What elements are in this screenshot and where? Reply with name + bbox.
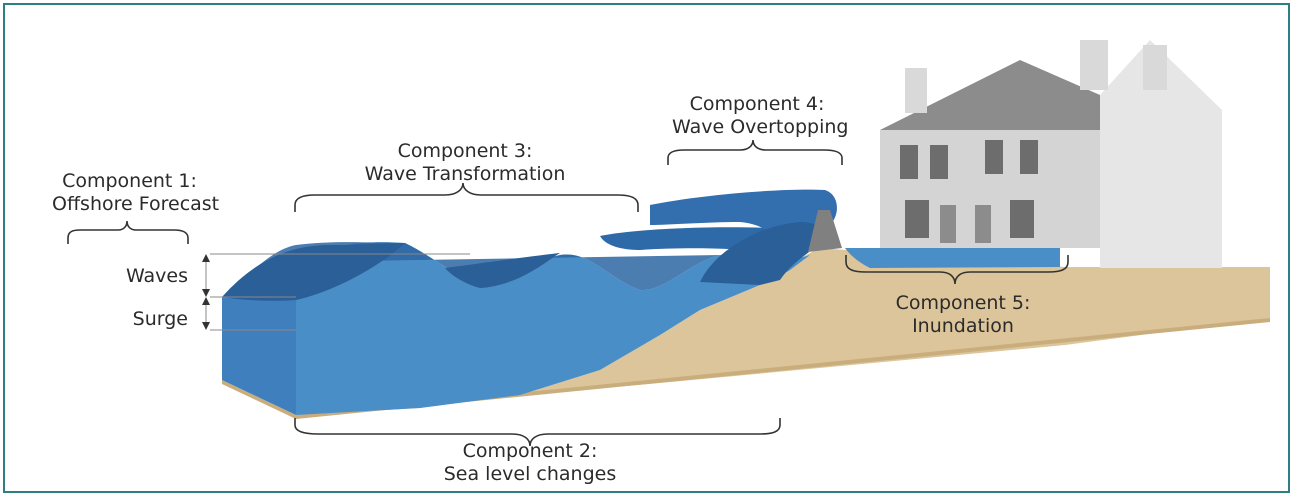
component-4-name: Wave Overtopping	[672, 116, 849, 138]
brace-component-1	[67, 220, 189, 244]
component-2-name: Sea level changes	[443, 463, 617, 485]
house-terrace	[880, 40, 1222, 268]
brace-component-4	[667, 139, 843, 165]
component-4-title: Component 4:	[689, 93, 825, 115]
brace-component-5	[845, 255, 1069, 285]
wave-crest-1	[222, 243, 405, 301]
brace-component-3	[294, 182, 639, 212]
component-5-label: Component 5: Inundation	[883, 292, 1043, 338]
component-5-name: Inundation	[912, 315, 1014, 337]
seawall	[808, 210, 842, 252]
component-5-title: Component 5:	[895, 292, 1031, 314]
component-3-label: Component 3: Wave Transformation	[360, 140, 570, 186]
arrow-waves-bottom	[202, 289, 210, 297]
breaking-wave-curl	[700, 222, 824, 285]
water-front-face	[296, 242, 810, 415]
component-1-label: Component 1: Offshore Forecast	[52, 170, 220, 216]
component-4-label: Component 4: Wave Overtopping	[672, 93, 849, 139]
sand-block	[222, 248, 1270, 415]
surge-label: Surge	[132, 308, 188, 330]
component-3-name: Wave Transformation	[364, 163, 566, 185]
wave-crest-2	[445, 253, 560, 288]
waves-label: Waves	[125, 265, 188, 287]
arrow-surge-bottom	[202, 322, 210, 330]
arrow-waves-top	[202, 254, 210, 262]
component-3-title: Component 3:	[397, 140, 533, 162]
component-1-name: Offshore Forecast	[52, 193, 220, 215]
arrow-surge-top	[202, 297, 210, 305]
inundation-pool	[845, 248, 1060, 268]
component-2-title: Component 2:	[462, 440, 598, 462]
component-2-label: Component 2: Sea level changes	[435, 440, 625, 486]
brace-component-2	[294, 418, 781, 447]
component-1-title: Component 1:	[62, 170, 197, 192]
